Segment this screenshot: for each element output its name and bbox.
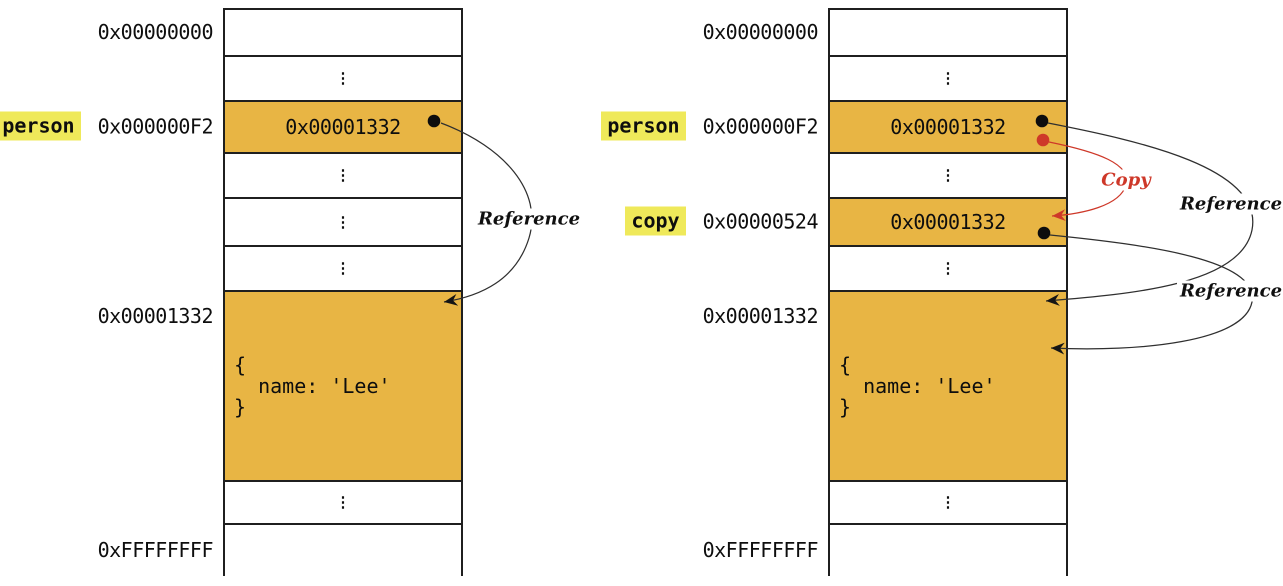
arrow-label-reference: Reference [474,208,584,230]
variable-name-badge: person [0,111,81,141]
object-literal-line: } [839,394,852,419]
address-label: 0x00001332 [702,304,819,328]
address-label: 0x00000524 [702,209,819,233]
address-label-row: copy 0x00000524 [605,206,819,236]
address-label: 0xFFFFFFFF [97,537,214,562]
address-label: 0xFFFFFFFF [702,537,819,562]
memory-cell-dots: ⋮ [225,482,461,525]
vertical-ellipsis-icon: ⋮ [940,259,956,277]
vertical-ellipsis-icon: ⋮ [335,212,351,231]
vertical-ellipsis-icon: ⋮ [335,493,351,511]
address-label: 0x000000F2 [702,114,819,138]
object-literal-line: { [839,352,852,377]
object-literal-line: { [234,352,247,377]
address-label-row: 0x00001332 [605,304,819,328]
pointer-value: 0x00001332 [890,115,1006,139]
memory-cell-object: { name: 'Lee'} [225,292,461,482]
reference-arrow [440,122,533,306]
memory-column-before-copy: ⋮ 0x00001332 ⋮ ⋮ ⋮ { name: 'Lee'} ⋮ [223,8,463,578]
address-label-row: 0x00000000 [0,19,214,44]
vertical-ellipsis-icon: ⋮ [335,166,351,184]
memory-cell-object: { name: 'Lee'} [830,292,1066,482]
memory-cell-empty [225,525,461,578]
reference-arrow [1045,122,1254,306]
pointer-origin-dot [1037,226,1051,240]
memory-cell-empty [225,10,461,57]
address-label: 0x000000F2 [97,114,214,138]
memory-cell-value: 0x00001332 [830,102,1066,154]
memory-cell-value: 0x00001332 [830,199,1066,247]
vertical-ellipsis-icon: ⋮ [940,69,956,87]
memory-cell-empty [830,525,1066,578]
memory-cell-dots: ⋮ [830,57,1066,102]
vertical-ellipsis-icon: ⋮ [940,166,956,184]
address-label-row: 0xFFFFFFFF [0,537,214,562]
pointer-value: 0x00001332 [285,115,401,139]
arrow-label-copy: Copy [1098,169,1154,191]
vertical-ellipsis-icon: ⋮ [335,259,351,277]
vertical-ellipsis-icon: ⋮ [940,493,956,511]
object-literal-line: } [234,394,247,419]
address-label-row: 0x00000000 [605,19,819,44]
variable-name-badge: person [601,111,686,141]
memory-cell-dots: ⋮ [830,482,1066,525]
vertical-ellipsis-icon: ⋮ [335,69,351,87]
variable-name-badge: copy [625,206,686,236]
object-literal-line: name: 'Lee' [234,373,391,398]
address-label-row: person 0x000000F2 [601,111,819,141]
pointer-origin-dot [427,114,441,128]
object-literal: { name: 'Lee'} [830,352,996,419]
memory-cell-empty [830,10,1066,57]
memory-cell-dots: ⋮ [225,247,461,292]
address-label-row: 0x00001332 [0,304,214,328]
memory-cell-dots: ⋮ [225,154,461,199]
address-label: 0x00000000 [702,19,819,44]
arrow-label-reference: Reference [1176,193,1283,215]
memory-cell-dots: ⋮ [830,247,1066,292]
address-label: 0x00000000 [97,19,214,44]
memory-cell-dots: ⋮ [830,154,1066,199]
object-literal: { name: 'Lee'} [225,352,391,419]
pointer-origin-dot [1035,114,1049,128]
reference-arrow [1049,234,1253,355]
pointer-value: 0x00001332 [890,210,1006,234]
address-label-row: person 0x000000F2 [0,111,214,141]
memory-cell-value: 0x00001332 [225,102,461,154]
memory-column-after-copy: ⋮ 0x00001332 ⋮ 0x00001332 ⋮ { name: 'Lee'} ⋮ [828,8,1068,578]
arrow-label-reference: Reference [1176,280,1283,302]
memory-cell-dots: ⋮ [225,57,461,102]
memory-cell-dots: ⋮ [225,199,461,247]
object-literal-line: name: 'Lee' [839,373,996,398]
pointer-origin-dot [1036,133,1050,147]
address-label-row: 0xFFFFFFFF [605,537,819,562]
address-label: 0x00001332 [97,304,214,328]
